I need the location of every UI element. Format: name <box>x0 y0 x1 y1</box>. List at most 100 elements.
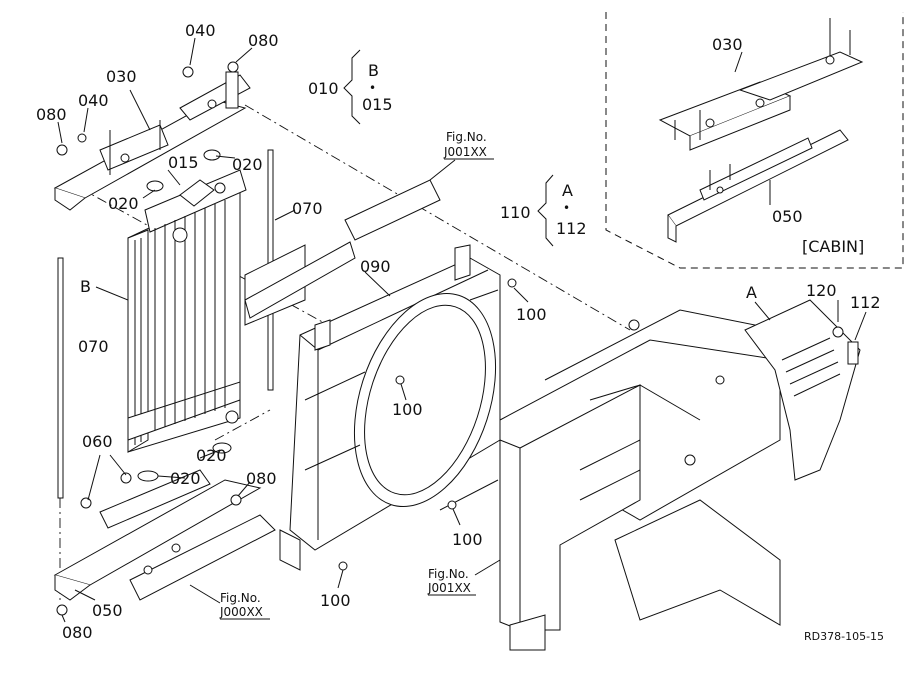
label-040-left: 040 <box>78 91 109 110</box>
label-090: 090 <box>360 257 391 276</box>
leader-112 <box>854 311 867 341</box>
nut-080-bottom <box>56 604 68 616</box>
label-B: B <box>80 277 91 296</box>
label-020-upper-right: 020 <box>232 155 263 174</box>
leader-080-lr <box>237 481 251 497</box>
fig-ref-bottom-code: J000XX <box>219 605 263 619</box>
label-A: A <box>746 283 757 302</box>
leader-090 <box>364 271 391 297</box>
label-030: 030 <box>106 67 137 86</box>
drawing-code: RD378-105-15 <box>804 630 884 643</box>
label-060: 060 <box>82 432 113 451</box>
radiator-B <box>127 169 247 453</box>
center-line-2 <box>244 104 631 331</box>
label-group-110-112: 112 <box>556 219 587 238</box>
leader-080-bottom <box>61 614 66 623</box>
label-group-010-015: 015 <box>362 95 393 114</box>
mount-020-lower-left <box>137 470 159 482</box>
fig-ref-right-code: J001XX <box>427 581 471 595</box>
machine-frame <box>499 309 781 651</box>
bolt-100-lower <box>447 500 457 510</box>
label-070-right: 070 <box>292 199 323 218</box>
cabin-bracket-030 <box>658 18 864 151</box>
cabin-inset-border <box>605 12 904 269</box>
leader-040-top <box>189 37 196 66</box>
label-080-lower-right: 080 <box>246 469 277 488</box>
fig-ref-bottom-label: Fig.No. <box>220 591 261 605</box>
label-020-upper-left: 020 <box>108 194 139 213</box>
leader-050 <box>74 589 96 601</box>
leader-015 <box>167 169 181 186</box>
label-040-top: 040 <box>185 21 216 40</box>
cabin-bracket-050 <box>667 129 849 243</box>
group-bracket-010 <box>343 49 361 125</box>
leader-040-left <box>83 107 89 133</box>
label-100-bottom: 100 <box>320 591 351 610</box>
nut-080-left <box>56 144 68 156</box>
fig-ref-top-label: Fig.No. <box>446 130 487 144</box>
label-080-top: 080 <box>248 31 279 50</box>
bolt-060-a <box>80 497 92 509</box>
fig-ref-right-label: Fig.No. <box>428 567 469 581</box>
leader-100-right <box>513 287 529 303</box>
rod-070-left <box>57 257 64 499</box>
leader-B <box>95 286 129 301</box>
label-100-center: 100 <box>392 400 423 419</box>
label-100-lower: 100 <box>452 530 483 549</box>
label-group-010-B: B <box>368 61 379 80</box>
mount-020-upper <box>203 149 221 161</box>
leader-070-right <box>274 209 296 221</box>
leader-060 <box>87 454 127 501</box>
leader-fig-bottom <box>189 584 221 604</box>
leader-100-lower <box>452 508 461 526</box>
lower-bracket-050 <box>53 469 276 601</box>
bolt-040-top <box>182 66 194 78</box>
leader-100-bottom <box>337 569 344 589</box>
guard-A <box>744 299 861 481</box>
label-050: 050 <box>92 601 123 620</box>
leader-020-lr <box>199 449 221 459</box>
fan-shroud-090 <box>279 244 501 571</box>
leader-080-top <box>235 47 253 63</box>
label-020-lower-left: 020 <box>170 469 201 488</box>
bolt-040-left <box>77 133 87 143</box>
nut-080-lower <box>230 494 242 506</box>
cabin-label-030: 030 <box>712 35 743 54</box>
bolt-100-center <box>395 375 405 385</box>
seal-plate <box>244 179 441 326</box>
leader-020-ll <box>157 475 186 479</box>
cabin-label: [CABIN] <box>802 237 864 256</box>
label-group-010-dot: • <box>369 81 376 95</box>
bolt-100-right <box>507 278 517 288</box>
leader-fig-top <box>429 159 456 181</box>
label-group-110-dot: • <box>563 201 570 215</box>
label-112: 112 <box>850 293 881 312</box>
plate-112 <box>847 341 859 365</box>
leader-020-ul <box>142 189 156 199</box>
label-015: 015 <box>168 153 199 172</box>
leader-030 <box>129 89 151 131</box>
center-line-1 <box>79 187 356 341</box>
label-100-right: 100 <box>516 305 547 324</box>
leader-100-center <box>400 383 407 401</box>
label-070-left: 070 <box>78 337 109 356</box>
group-bracket-110 <box>537 174 554 247</box>
cabin-label-050: 050 <box>772 207 803 226</box>
label-group-110-A: A <box>562 181 573 200</box>
leader-A <box>754 301 771 321</box>
bolt-100-bottom <box>338 561 348 571</box>
label-080-left: 080 <box>36 105 67 124</box>
leader-cabin-030 <box>734 51 743 73</box>
bolt-060-b <box>120 472 132 484</box>
leader-fig-right <box>474 559 501 576</box>
leader-020-ur <box>215 155 236 159</box>
fig-ref-top-code: J001XX <box>443 145 487 159</box>
nut-080-top <box>227 61 239 73</box>
leader-080-left <box>57 121 63 144</box>
label-120: 120 <box>806 281 837 300</box>
label-020-lower-right: 020 <box>196 446 227 465</box>
label-group-110: 110 <box>500 203 531 222</box>
mount-020-upper-left <box>146 180 164 192</box>
